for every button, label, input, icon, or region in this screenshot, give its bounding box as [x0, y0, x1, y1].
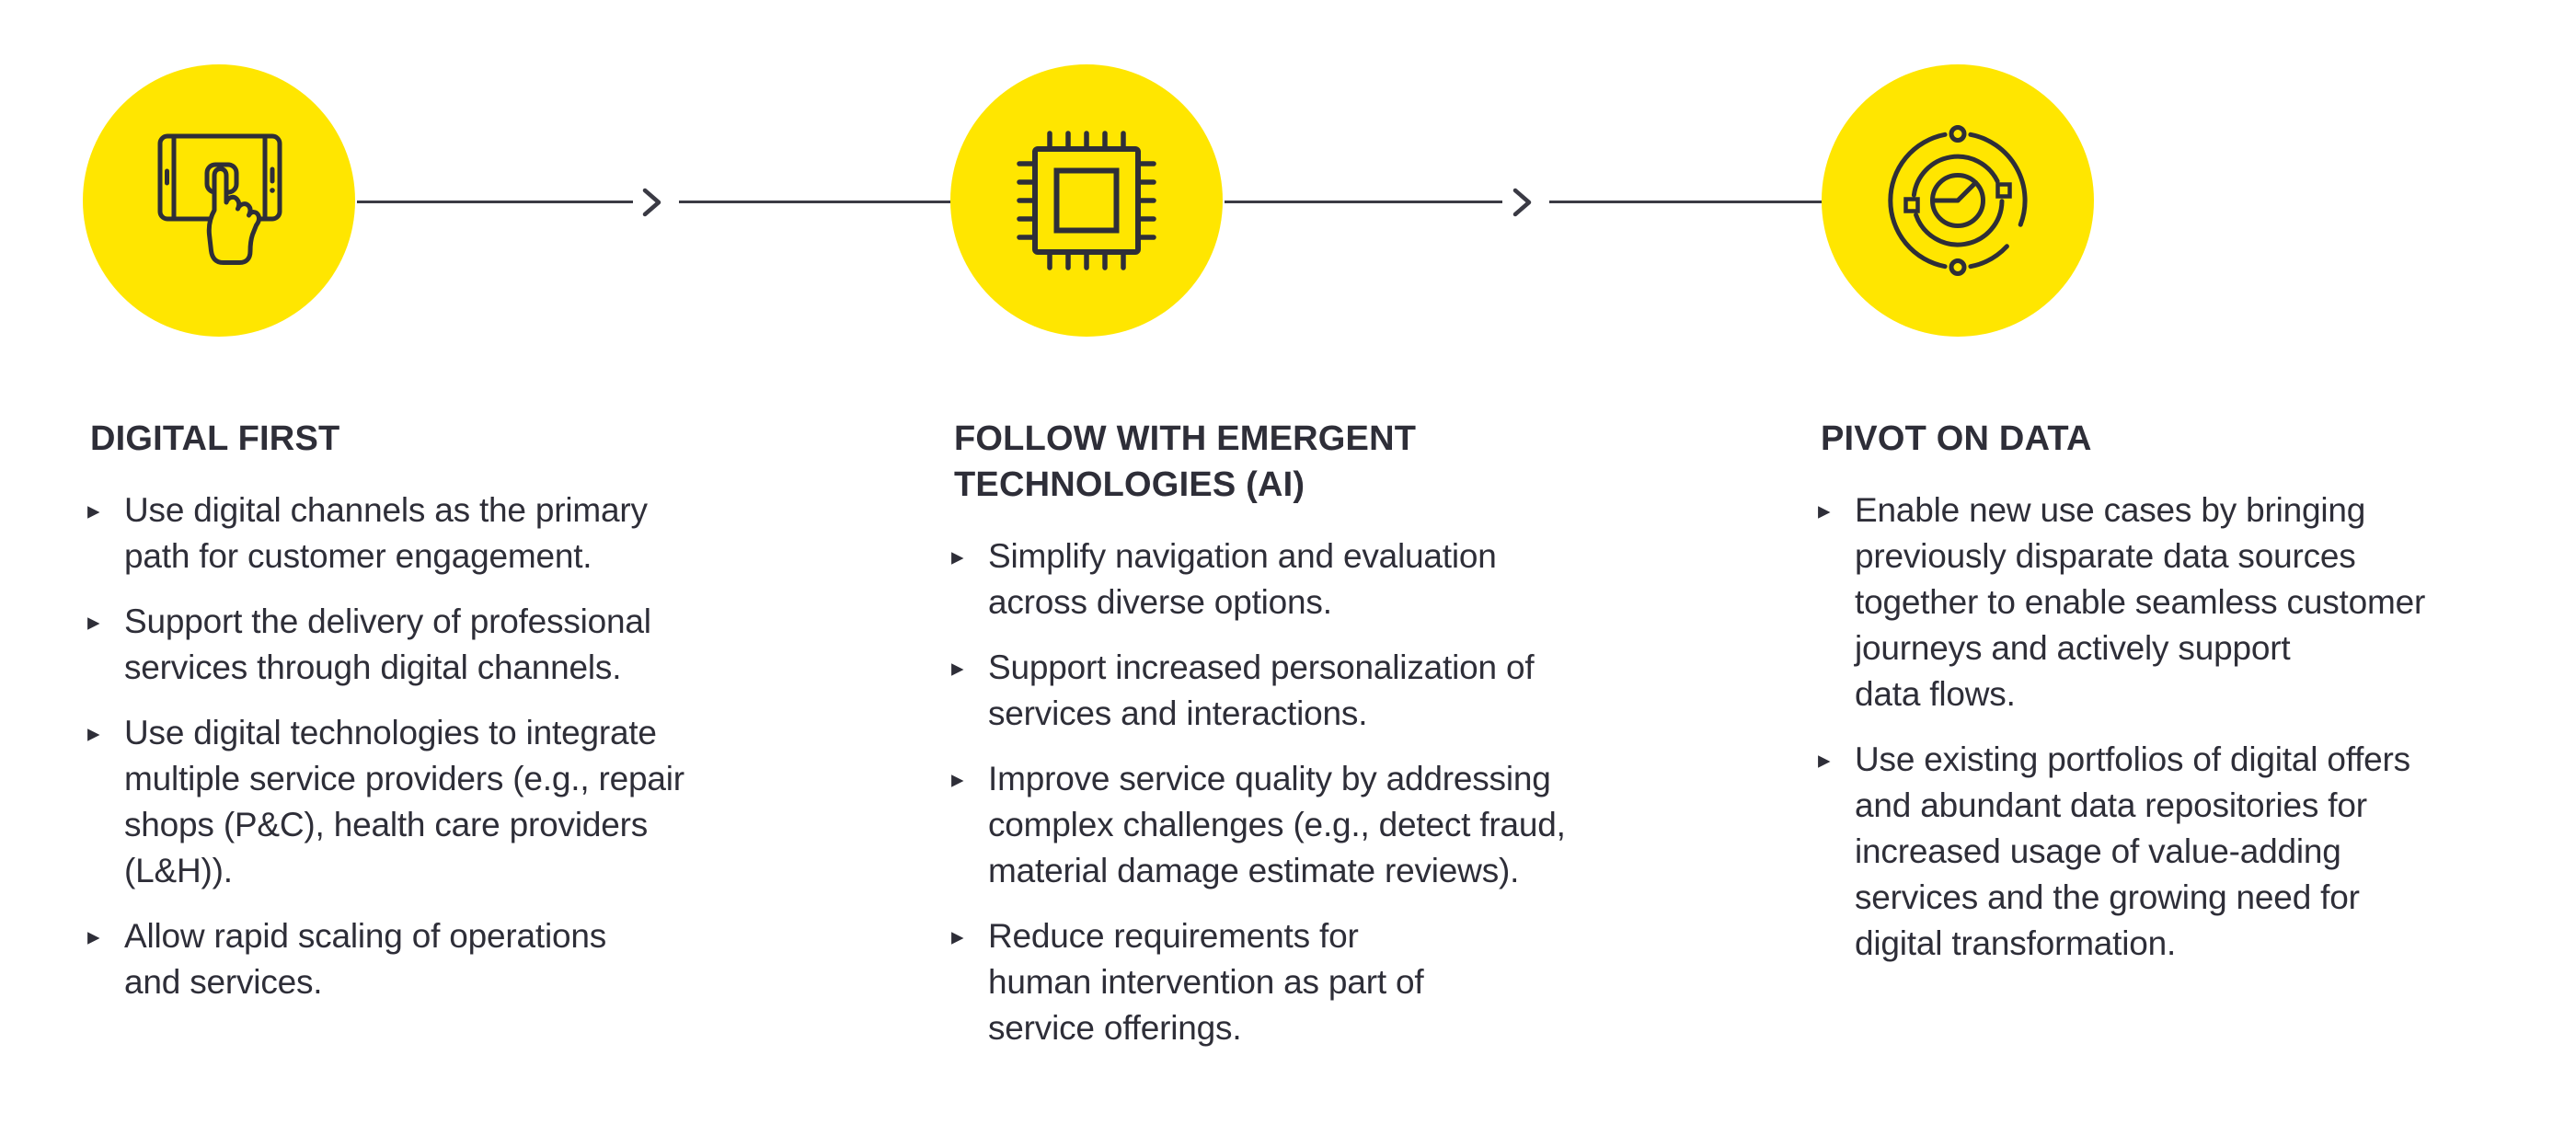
list-item: ▸ Simplify navigation and evaluation acro…	[948, 533, 1684, 625]
chevron-right-icon	[1512, 188, 1532, 217]
bullet-text: Support the delivery of professional ser…	[124, 602, 651, 686]
bullet-text: Enable new use cases by bringing previou…	[1855, 491, 2426, 713]
bullet-triangle-icon: ▸	[1818, 497, 1831, 524]
bullet-triangle-icon: ▸	[951, 654, 964, 682]
bullet-triangle-icon: ▸	[87, 719, 100, 747]
step-circle-pivot-on-data	[1822, 64, 2094, 337]
bullet-triangle-icon: ▸	[951, 923, 964, 950]
list-item: ▸ Support the delivery of professional se…	[84, 599, 820, 691]
connector-line	[357, 201, 633, 203]
step-circle-emergent-technologies	[950, 64, 1223, 337]
bullet-triangle-icon: ▸	[951, 765, 964, 793]
bullet-text: Use existing portfolios of digital offer…	[1855, 740, 2410, 962]
bullet-text: Use digital technologies to integrate mu…	[124, 714, 684, 889]
connector-line	[679, 201, 951, 203]
bullet-list: ▸ Enable new use cases by bringing previo…	[1814, 487, 2550, 967]
bullet-text: Improve service quality by addressing co…	[988, 760, 1566, 889]
column-emergent-technologies: FOLLOW WITH EMERGENT TECHNOLOGIES (AI) ▸…	[948, 416, 1684, 1071]
bullet-text: Reduce requirements for human interventi…	[988, 917, 1424, 1047]
list-item: ▸ Use digital technologies to integrate m…	[84, 710, 820, 894]
list-item: ▸ Support increased personalization of se…	[948, 645, 1684, 737]
chevron-right-icon	[642, 188, 661, 217]
connector-line	[1225, 201, 1502, 203]
tablet-touch-icon	[157, 133, 282, 265]
list-item: ▸ Use digital channels as the primary pat…	[84, 487, 820, 579]
bullet-triangle-icon: ▸	[951, 543, 964, 570]
list-item: ▸ Use existing portfolios of digital offe…	[1814, 737, 2550, 967]
bullet-triangle-icon: ▸	[87, 608, 100, 636]
bullet-list: ▸ Use digital channels as the primary pat…	[84, 487, 820, 1005]
column-digital-first: DIGITAL FIRST ▸ Use digital channels as t…	[84, 416, 820, 1025]
step-title: DIGITAL FIRST	[90, 419, 340, 458]
bullet-text: Allow rapid scaling of operations and se…	[124, 917, 607, 1001]
list-item: ▸ Improve service quality by addressing c…	[948, 756, 1684, 894]
bullet-triangle-icon: ▸	[87, 497, 100, 524]
step-title: PIVOT ON DATA	[1821, 419, 2092, 458]
bullet-text: Use digital channels as the primary path…	[124, 491, 648, 575]
bullet-triangle-icon: ▸	[87, 923, 100, 950]
bullet-text: Simplify navigation and evaluation acros…	[988, 537, 1497, 621]
chip-icon	[1017, 131, 1156, 270]
column-pivot-on-data: PIVOT ON DATA ▸ Enable new use cases by b…	[1814, 416, 2550, 986]
step-title: FOLLOW WITH EMERGENT TECHNOLOGIES (AI)	[954, 419, 1417, 504]
bullet-triangle-icon: ▸	[1818, 746, 1831, 774]
list-item: ▸ Enable new use cases by bringing previo…	[1814, 487, 2550, 717]
data-orbit-icon	[1888, 125, 2028, 276]
list-item: ▸ Reduce requirements for human intervent…	[948, 913, 1684, 1051]
connector-line	[1549, 201, 1823, 203]
bullet-list: ▸ Simplify navigation and evaluation acro…	[948, 533, 1684, 1051]
bullet-text: Support increased personalization of ser…	[988, 648, 1535, 732]
list-item: ▸ Allow rapid scaling of operations and s…	[84, 913, 820, 1005]
step-circle-digital-first	[83, 64, 355, 337]
